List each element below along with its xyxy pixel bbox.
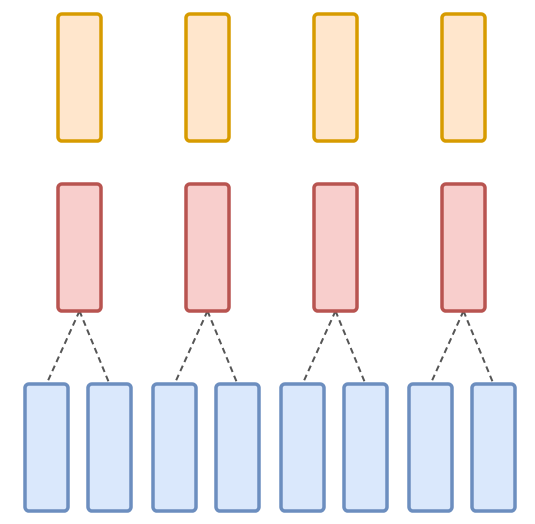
middle-box-1 [56,182,103,313]
bottom-box-leaf-8 [470,382,517,513]
middle-box-2 [184,182,231,313]
bottom-box-leaf-2 [86,382,133,513]
bottom-box-leaf-6 [342,382,389,513]
top-row [56,12,487,143]
bottom-box-leaf-3 [151,382,198,513]
top-box-2 [184,12,231,143]
connector-1-2 [78,310,111,385]
bottom-box-leaf-7 [407,382,454,513]
middle-box-3 [312,182,359,313]
bottom-box-leaf-1 [23,382,70,513]
top-box-4 [440,12,487,143]
connector-2-2 [206,310,239,385]
middle-row [56,182,487,313]
bottom-row [23,382,517,513]
connector-4-2 [462,310,495,385]
connector-4-1 [429,310,465,385]
connector-3-2 [334,310,367,385]
connector-layer [45,310,495,385]
bottom-box-leaf-5 [279,382,326,513]
connector-2-1 [173,310,209,385]
middle-box-4 [440,182,487,313]
connector-3-1 [301,310,337,385]
bottom-box-leaf-4 [214,382,261,513]
connector-1-1 [45,310,81,385]
top-box-1 [56,12,103,143]
top-box-3 [312,12,359,143]
